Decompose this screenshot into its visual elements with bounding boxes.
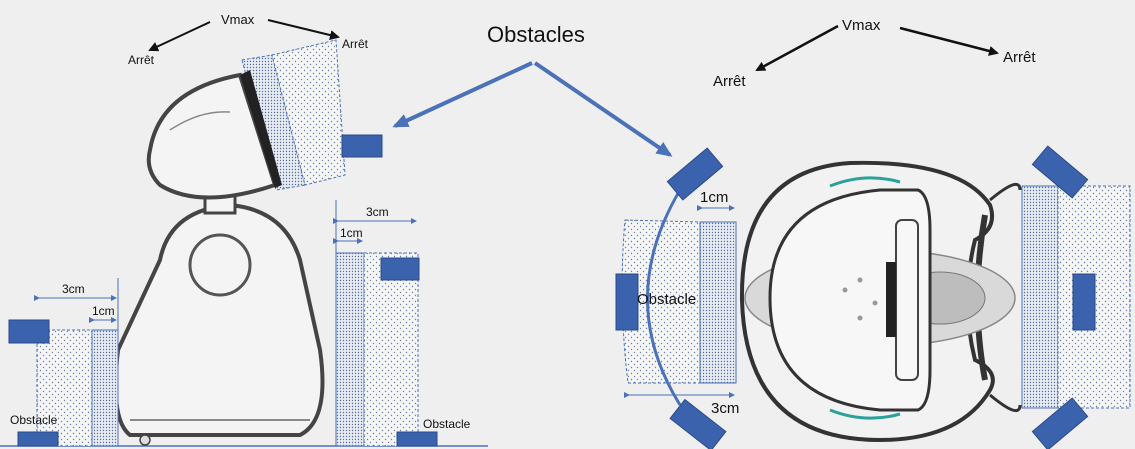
rear-zone-near (1021, 185, 1059, 409)
robot-screw-3 (872, 300, 878, 306)
diagram-title: Obstacles (487, 22, 585, 47)
left-zone-near (91, 329, 119, 447)
robot-head-detail (169, 111, 231, 131)
pointer-arrow-right (533, 61, 673, 157)
vmax-label-top: Vmax (842, 17, 881, 34)
obstacle-block-left-high (8, 319, 50, 344)
robot-rear-edge-bottom (989, 393, 1022, 413)
right-panel: Vmax Arrêt Arrêt 1cm 3cm Obstacle (615, 17, 1131, 449)
head-zone-near (241, 54, 306, 191)
obstacle-block-top-middle (615, 273, 639, 331)
arrow-to-stop-right (267, 19, 340, 40)
right-zone-near (335, 252, 365, 447)
robot-screw-2 (857, 277, 863, 283)
robot-sensor-bottom (829, 408, 901, 420)
obstacle-block-top-upper (666, 147, 724, 201)
robot-face-outline (895, 219, 919, 381)
obstacle-block-right-low (396, 431, 438, 447)
stop-label-right: Arrêt (342, 37, 369, 51)
obstacle-block-rear-lower (1031, 397, 1089, 449)
dim-1cm-right-label: 1cm (340, 226, 363, 240)
arrow-to-stop-left (148, 21, 211, 52)
arrow-to-stop-right-top (899, 26, 999, 56)
obstacle-block-rear-upper (1031, 145, 1089, 199)
detection-arc (646, 189, 682, 406)
obstacle-block-top-lower (669, 398, 727, 449)
robot-body (113, 202, 325, 437)
robot-screw-1 (842, 287, 848, 293)
stop-label-left-top: Arrêt (713, 73, 746, 90)
dim-3cm-right-label: 3cm (366, 205, 389, 219)
obstacle-block-head (341, 134, 383, 158)
obstacle-label-top: Obstacle (637, 291, 696, 308)
robot-head-top (768, 188, 932, 412)
stop-label-right-top: Arrêt (1003, 49, 1036, 66)
obstacle-block-left-low (17, 431, 59, 447)
robot-side-view (113, 70, 325, 446)
robot-sensor-top (829, 176, 901, 188)
obstacle-label-left: Obstacle (10, 413, 58, 427)
top-zone-near (699, 221, 737, 384)
robot-rear-edge-top (989, 182, 1022, 202)
robot-screw-4 (857, 315, 863, 321)
obstacle-block-rear-middle (1072, 273, 1096, 331)
pointer-arrow-left (392, 61, 533, 128)
dim-3cm-top-label: 3cm (711, 400, 739, 417)
left-zone-far (36, 329, 93, 447)
left-panel: Vmax Arrêt Arrêt 3cm 1cm Obstacle (0, 12, 488, 447)
head-zone-far (271, 39, 346, 186)
dim-3cm-left-label: 3cm (62, 282, 85, 296)
dim-1cm-top-label: 1cm (700, 189, 728, 206)
obstacle-block-right-high (380, 257, 420, 281)
dim-1cm-left-label: 1cm (92, 304, 115, 318)
vmax-label: Vmax (221, 12, 255, 27)
robot-head (146, 72, 278, 200)
stop-label-left: Arrêt (128, 53, 155, 67)
arrow-to-stop-left-top (755, 24, 839, 72)
robot-wheel (139, 434, 151, 446)
robot-face-screen (240, 70, 282, 188)
robot-top-view (739, 160, 1022, 443)
robot-chest-disc (188, 233, 252, 297)
obstacle-label-right: Obstacle (423, 417, 471, 431)
right-zone-far (363, 252, 419, 447)
robot-camera-bar (886, 262, 896, 337)
